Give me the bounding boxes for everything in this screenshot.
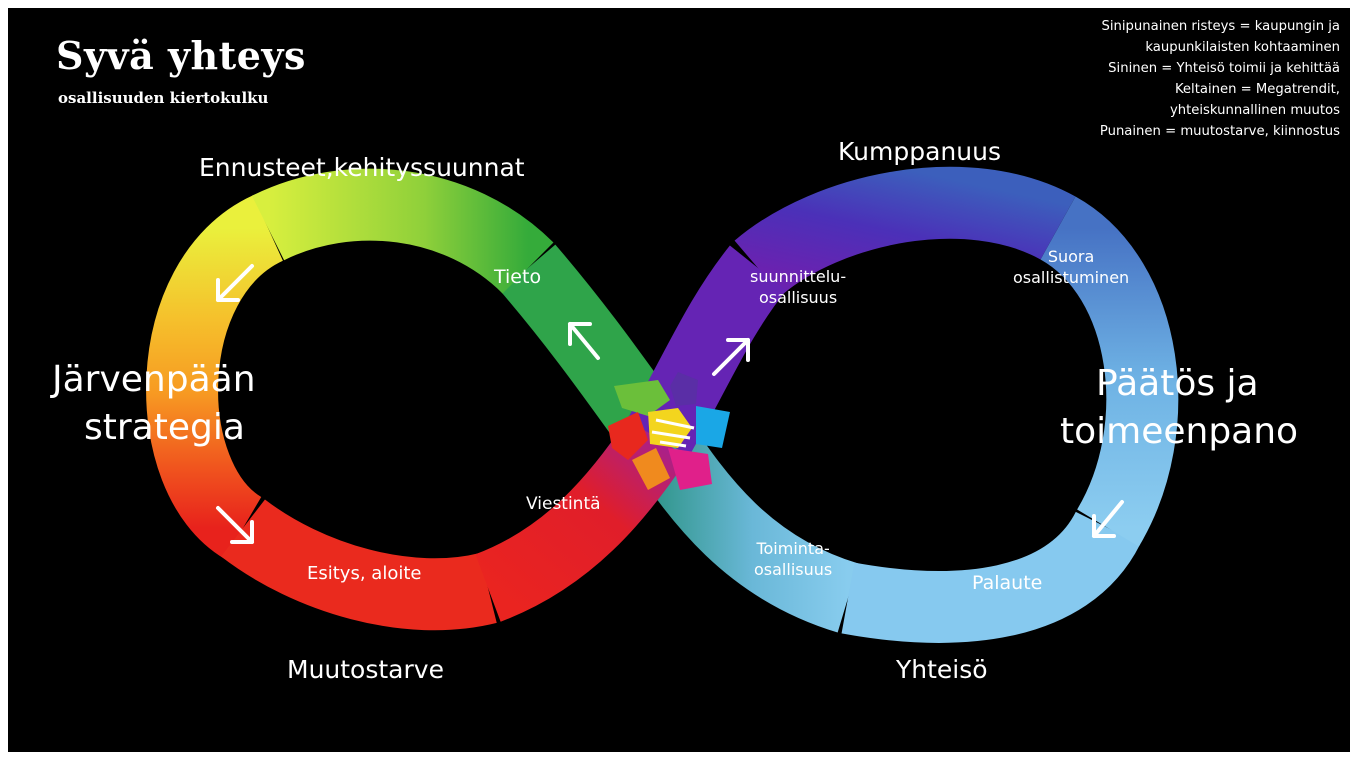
left-title-line: strategia: [84, 407, 245, 448]
loop-segment-left: [146, 195, 285, 559]
right-title: Päätös ja toimeenpano: [1060, 360, 1298, 456]
label-line: suunnittelu-: [750, 267, 847, 286]
arrow-icon: [712, 338, 750, 376]
label-tieto: Tieto: [494, 266, 542, 288]
diagram-canvas: Syvä yhteys osallisuuden kiertokulku Sin…: [8, 8, 1350, 752]
label-viestinta: Viestintä: [526, 494, 601, 514]
arrow-icon: [216, 264, 254, 302]
loop-segment-top-left: [251, 168, 554, 295]
legend-line: yhteiskunnallinen muutos: [1169, 103, 1340, 118]
right-title-line: toimeenpano: [1060, 411, 1299, 452]
left-title-line: Järvenpään: [52, 359, 256, 400]
loop-segment-bottom-right: [841, 510, 1141, 643]
hands-emblem-icon: [608, 372, 730, 490]
label-top-left: Ennusteet,kehityssuunnat: [199, 153, 525, 182]
arrow-icon: [1092, 500, 1124, 538]
arrow-icon: [216, 506, 254, 544]
label-line: osallisuus: [758, 288, 838, 307]
label-bottom-left: Muutostarve: [287, 655, 444, 684]
left-title: Järvenpään strategia: [52, 356, 256, 452]
label-line: osallisuus: [754, 560, 833, 579]
legend-line: kaupunkilaisten kohtaaminen: [1145, 40, 1340, 55]
loop-segment-bottom-left: [221, 499, 497, 631]
arrow-icon: [568, 322, 600, 360]
label-line: Toiminta-: [756, 539, 830, 558]
label-line: osallistuminen: [1013, 268, 1130, 287]
right-title-line: Päätös ja: [1096, 363, 1259, 404]
label-palaute: Palaute: [972, 572, 1043, 594]
label-esitys: Esitys, aloite: [307, 563, 422, 584]
page-title: Syvä yhteys: [56, 33, 306, 78]
label-toiminta: Toiminta- osallisuus: [754, 538, 832, 580]
label-top-right: Kumppanuus: [838, 137, 1001, 166]
infinity-loop: [146, 166, 1179, 643]
legend-line: Keltainen = Megatrendit,: [1174, 82, 1340, 97]
label-suunnittelu: suunnittelu- osallisuus: [750, 266, 846, 308]
label-suora: Suora osallistuminen: [1013, 246, 1129, 288]
legend-line: Sinipunainen risteys = kaupungin ja: [1101, 19, 1340, 34]
legend-line: Sininen = Yhteisö toimii ja kehittää: [1108, 61, 1340, 76]
color-legend: Sinipunainen risteys = kaupungin ja kaup…: [1020, 16, 1340, 142]
label-bottom-right: Yhteisö: [896, 655, 988, 684]
page-subtitle: osallisuuden kiertokulku: [58, 89, 269, 107]
loop-segment-top-right: [734, 166, 1076, 297]
loop-segment-right: [1038, 196, 1179, 547]
legend-line: Punainen = muutostarve, kiinnostus: [1099, 124, 1340, 139]
label-line: Suora: [1047, 247, 1095, 266]
